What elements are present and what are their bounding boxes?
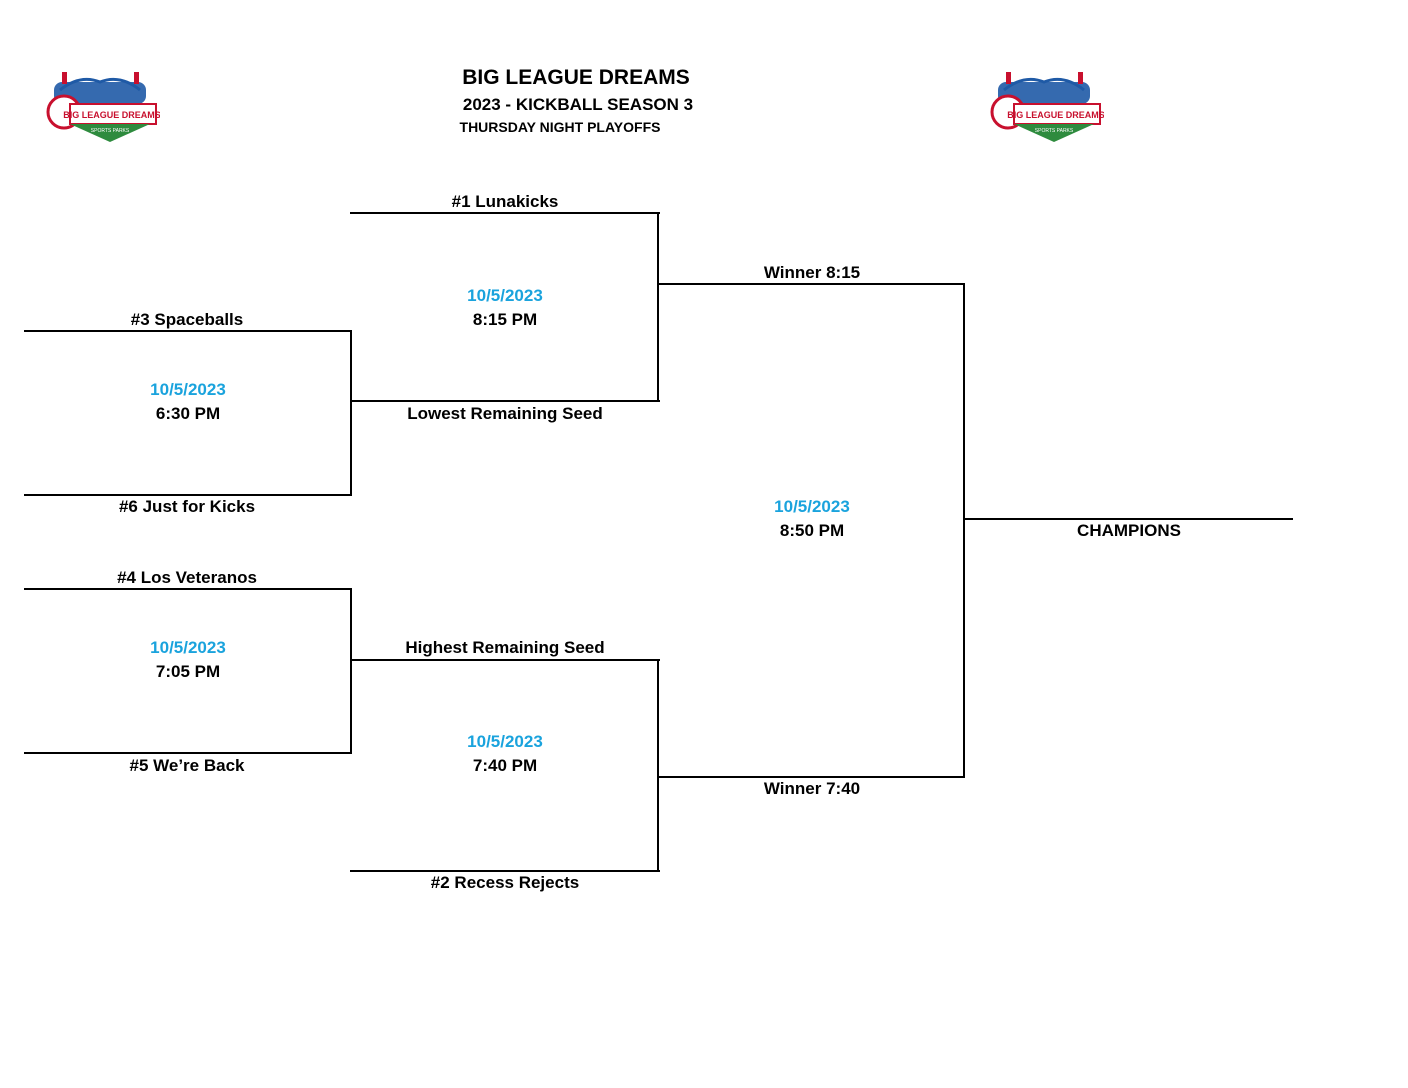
r1g2-bottom-team: #5 We’re Back: [129, 756, 245, 775]
r1g2-connector: [350, 588, 352, 754]
r2g2-time: 7:40 PM: [472, 756, 538, 775]
league-logo-left: BIG LEAGUE DREAMS SPORTS PARKS: [46, 72, 160, 142]
r1g2-top-team: #4 Los Veteranos: [117, 568, 257, 587]
r1g1-connector: [350, 330, 352, 496]
r2g2-bottom-team: #2 Recess Rejects: [430, 873, 580, 892]
r2g1-top-line: [350, 212, 660, 214]
champions-label: CHAMPIONS: [1077, 521, 1181, 540]
final-top-team: Winner 8:15: [763, 263, 861, 282]
r1g1-bottom-line: [24, 494, 352, 496]
r1g2-top-line: [24, 588, 352, 590]
r1g1-time: 6:30 PM: [155, 404, 221, 423]
r2g1-connector: [657, 212, 659, 402]
r2g1-date: 10/5/2023: [467, 286, 543, 305]
r1g2-bottom-line: [24, 752, 352, 754]
final-connector: [963, 283, 965, 778]
r2g1-time: 8:15 PM: [472, 310, 538, 329]
r1g1-top-line: [24, 330, 352, 332]
night-label: THURSDAY NIGHT PLAYOFFS: [459, 119, 661, 135]
r2g2-connector: [657, 659, 659, 872]
r2g1-bottom-team: Lowest Remaining Seed: [407, 404, 603, 423]
r1g2-date: 10/5/2023: [150, 638, 226, 657]
r2g1-top-team: #1 Lunakicks: [451, 192, 559, 211]
league-logo-right: BIG LEAGUE DREAMS SPORTS PARKS: [990, 72, 1104, 142]
svg-text:SPORTS PARKS: SPORTS PARKS: [1035, 128, 1074, 134]
final-bottom-team: Winner 7:40: [763, 779, 861, 798]
champion-line: [963, 518, 1293, 520]
r2g2-top-line: [350, 659, 660, 661]
page-subtitle: 2023 - KICKBALL SEASON 3: [462, 95, 694, 114]
svg-text:BIG LEAGUE DREAMS: BIG LEAGUE DREAMS: [63, 110, 160, 120]
r2g2-bottom-line: [350, 870, 660, 872]
r2g1-bottom-line: [350, 400, 660, 402]
svg-text:BIG LEAGUE DREAMS: BIG LEAGUE DREAMS: [1007, 110, 1104, 120]
page-title: BIG LEAGUE DREAMS: [462, 66, 690, 89]
svg-text:SPORTS PARKS: SPORTS PARKS: [91, 128, 130, 134]
r2g2-date: 10/5/2023: [467, 732, 543, 751]
r1g2-time: 7:05 PM: [155, 662, 221, 681]
final-top-line: [657, 283, 965, 285]
r2g2-top-team: Highest Remaining Seed: [405, 638, 605, 657]
r1g1-top-team: #3 Spaceballs: [130, 310, 244, 329]
final-date: 10/5/2023: [774, 497, 850, 516]
r1g1-date: 10/5/2023: [150, 380, 226, 399]
final-time: 8:50 PM: [779, 521, 845, 540]
r1g1-bottom-team: #6 Just for Kicks: [118, 497, 256, 516]
final-bottom-line: [657, 776, 965, 778]
